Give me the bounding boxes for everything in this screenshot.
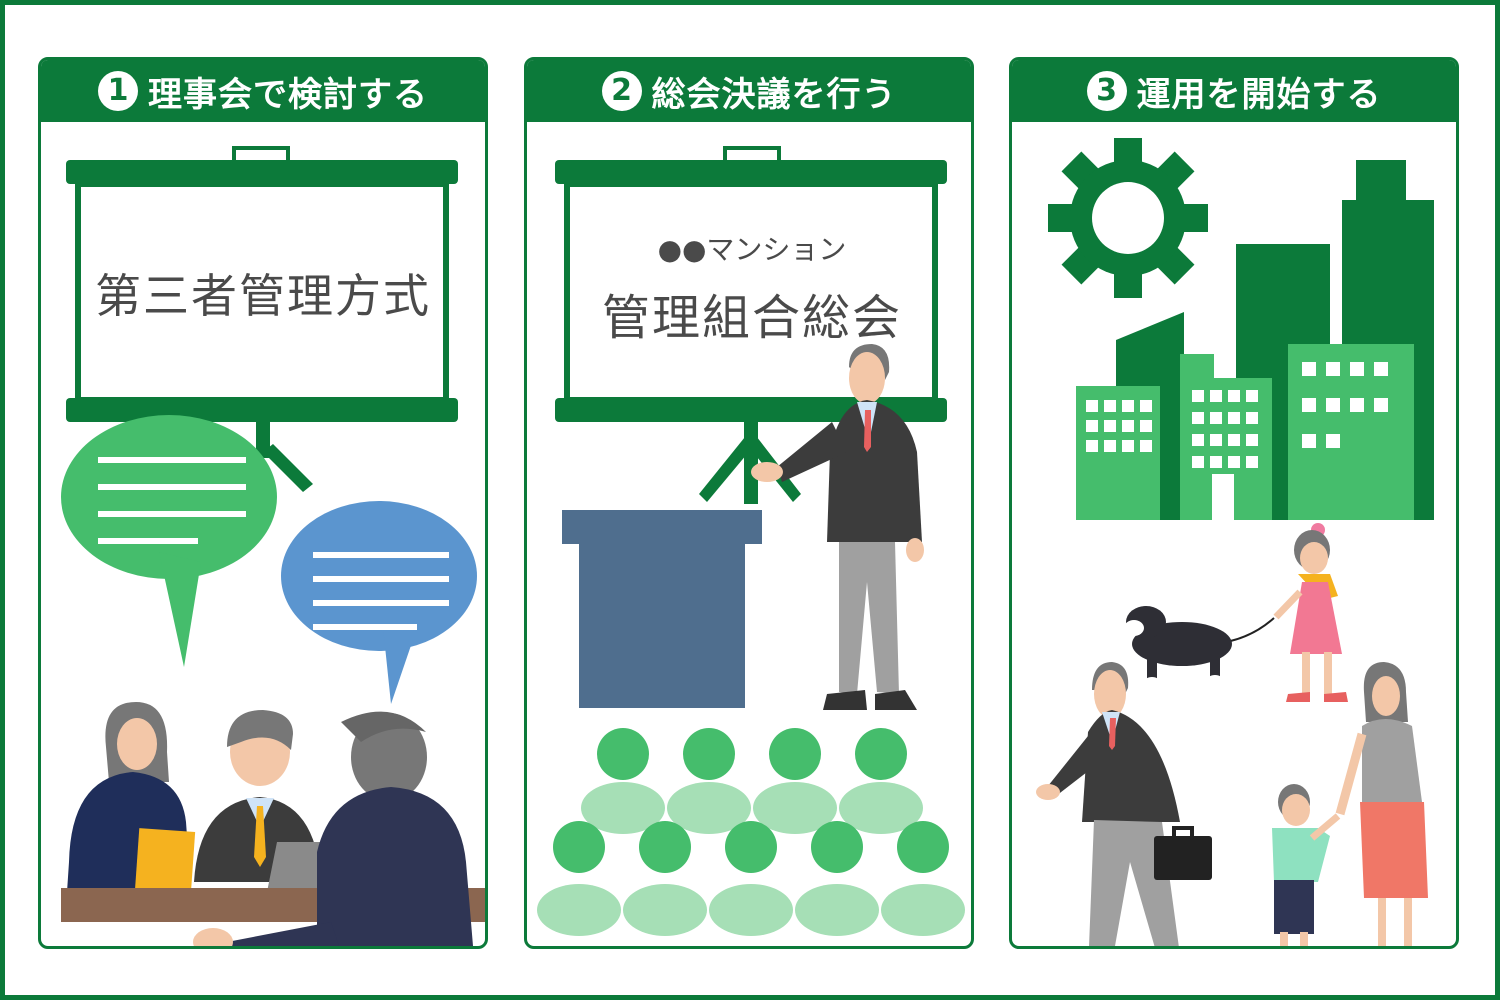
step-1-illustration xyxy=(61,146,485,946)
screen-caption-2: 管理組合総会 xyxy=(601,290,902,346)
step-2-number: 2 xyxy=(601,71,642,111)
step-2-title: 総会決議を行う xyxy=(651,74,897,115)
step-3-title: 運用を開始する xyxy=(1136,74,1382,115)
speech-bubble-icon xyxy=(281,501,477,704)
step-2-illustration xyxy=(537,146,965,936)
step-3-header: 3 運用を開始する xyxy=(1012,60,1456,122)
family-icon xyxy=(1209,523,1348,702)
gear-icon xyxy=(1048,138,1208,298)
screen-caption-1: 第三者管理方式 xyxy=(95,269,431,323)
step-3-number: 3 xyxy=(1086,71,1127,111)
dog-icon xyxy=(1124,606,1232,687)
speech-bubble-icon xyxy=(61,415,277,667)
step-2-header: 2 総会決議を行う xyxy=(527,60,971,122)
step-1-number: 1 xyxy=(98,71,138,111)
step-panel-1: 1 理事会で検討する xyxy=(38,57,488,949)
step-panel-3: 3 運用を開始する xyxy=(1009,57,1459,949)
podium-icon xyxy=(562,510,762,708)
step-1-title: 理事会で検討する xyxy=(148,74,428,115)
step-panel-2: 2 総会決議を行う xyxy=(524,57,974,949)
family-icon xyxy=(1272,662,1428,946)
step-3-illustration xyxy=(1036,138,1434,946)
screen-subcaption-2: ●●マンション xyxy=(657,233,847,266)
step-1-header: 1 理事会で検討する xyxy=(41,60,485,122)
meeting-people-icon xyxy=(61,702,485,946)
presenter-icon xyxy=(751,344,924,710)
businessman-icon xyxy=(1036,662,1212,946)
audience-icon xyxy=(537,728,965,936)
buildings-icon xyxy=(1076,160,1434,520)
